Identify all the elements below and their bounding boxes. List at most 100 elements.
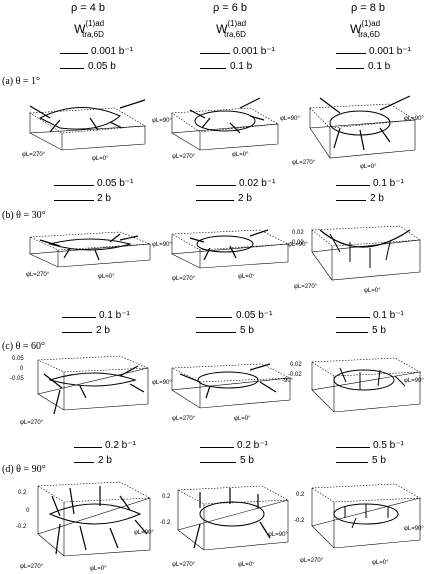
axis-label-phi-neg90: -90° bbox=[282, 378, 294, 384]
weight-label-sub: tra,6D bbox=[224, 30, 246, 39]
row-a-scales: 0.001 b⁻¹ 0.05 b 0.001 b⁻¹ 0.1 b 0.001 b… bbox=[0, 46, 432, 76]
scale-bar bbox=[336, 200, 366, 201]
scale-label: 2 b bbox=[97, 193, 111, 204]
scale-label: 0.001 b⁻¹ bbox=[91, 46, 133, 57]
panel-b1 bbox=[28, 231, 151, 268]
axis-label-phi90: φL=90° bbox=[280, 116, 300, 122]
row-b-scales: 0.05 b⁻¹ 2 b 0.02 b⁻¹ 2 b 0.1 b⁻¹ 2 b bbox=[0, 178, 432, 208]
row-c-panels: 0.05 0 -0.05 φL=90° φL=270° φL=270° φL=0… bbox=[10, 355, 424, 426]
weight-label-main: W bbox=[216, 22, 228, 36]
weight-label-col1: W(1)adtra,6D bbox=[40, 19, 160, 39]
panel-b2 bbox=[170, 229, 290, 269]
scale-label: 0.05 b bbox=[88, 61, 116, 72]
scale-label: 5 b bbox=[240, 325, 254, 336]
axis-label-phi90: φL=90° bbox=[404, 116, 424, 122]
scale-bar bbox=[74, 447, 102, 448]
scale-label: 0.001 b⁻¹ bbox=[369, 46, 411, 57]
scale-bar bbox=[60, 68, 84, 69]
scale-bar bbox=[336, 185, 370, 186]
row-label-c: (c) θ = 60° bbox=[2, 341, 46, 352]
column-header-rho-4: ρ = 4 b bbox=[70, 2, 106, 14]
scale-bar bbox=[196, 200, 234, 201]
axis-label-phi270: φL=270° bbox=[172, 154, 196, 160]
scale-label: 0.2 b⁻¹ bbox=[105, 440, 136, 451]
z-tick: 0.02 bbox=[292, 230, 304, 236]
axis-label-phi0: φL=0° bbox=[92, 156, 109, 162]
weight-label-main: W bbox=[350, 22, 362, 36]
panel-c1 bbox=[37, 355, 149, 415]
axis-label-phi0: φL=0° bbox=[238, 562, 255, 568]
axis-label-phi270: φL=270° bbox=[22, 152, 46, 158]
axis-label-phi270: φL=270° bbox=[294, 284, 318, 290]
axis-label-phi90: φL=90° bbox=[134, 530, 154, 536]
panel-b3 bbox=[311, 225, 421, 281]
scale-bar bbox=[200, 53, 230, 54]
panel-c2 bbox=[170, 363, 292, 409]
column-header-rho-8: ρ = 8 b bbox=[350, 2, 386, 14]
axis-label-phi90: φL=90° bbox=[288, 242, 308, 248]
axis-label-phi270: φL=270° bbox=[20, 420, 44, 426]
scale-bar bbox=[54, 200, 94, 201]
scale-bar bbox=[336, 317, 370, 318]
scale-label: 2 b bbox=[98, 455, 112, 466]
scale-label: 0.2 b⁻¹ bbox=[237, 440, 268, 451]
scale-label: 5 b bbox=[372, 325, 386, 336]
scale-bar bbox=[62, 332, 92, 333]
scale-label: 2 b bbox=[238, 193, 252, 204]
axis-label-phi270: φL=270° bbox=[292, 160, 316, 166]
z-tick: -0.02 bbox=[288, 372, 302, 378]
scale-bar bbox=[196, 332, 236, 333]
row-d-panels: 0.2 0 -0.2 φL=90° φL=270° φL=0° 0.2 -0.2… bbox=[16, 481, 424, 572]
scale-bar bbox=[336, 68, 364, 69]
axis-label-phi90: φL=90° bbox=[404, 526, 424, 532]
z-tick: 0.05 bbox=[12, 356, 24, 362]
scale-label: 0.05 b⁻¹ bbox=[236, 310, 273, 321]
axis-label-phi270: φL=270° bbox=[300, 558, 324, 564]
scale-bar bbox=[54, 185, 94, 186]
scale-bar bbox=[336, 447, 370, 448]
scale-bar bbox=[200, 447, 234, 448]
axis-label-phi0: φL=0° bbox=[364, 288, 381, 294]
z-tick: -0.02 bbox=[290, 240, 304, 246]
scale-bar bbox=[336, 332, 368, 333]
panel-a1 bbox=[28, 99, 146, 151]
weight-label-sup: (1)ad bbox=[227, 19, 247, 28]
scale-bar bbox=[196, 185, 236, 186]
row-b-panels: φL=90° φL=270° φL=0° φL=90° φL=270° φL=0… bbox=[26, 225, 421, 294]
weight-label-main: W bbox=[74, 22, 86, 36]
panel-a3 bbox=[309, 95, 416, 159]
row-label-b: (b) θ = 30° bbox=[2, 210, 46, 221]
scale-bar bbox=[336, 462, 368, 463]
scale-label: 5 b bbox=[240, 455, 254, 466]
scale-label: 0.001 b⁻¹ bbox=[233, 46, 275, 57]
scale-bar bbox=[200, 68, 226, 69]
scale-label: 0.1 b⁻¹ bbox=[99, 310, 130, 321]
scale-label: 0.1 b⁻¹ bbox=[373, 310, 404, 321]
axis-label-phi90: φL=90° bbox=[152, 380, 172, 386]
scale-bar bbox=[62, 317, 96, 318]
axis-label-phi270: φL=270° bbox=[172, 562, 196, 568]
axis-label-phi270: φL=270° bbox=[172, 416, 196, 422]
panel-a2 bbox=[171, 97, 279, 151]
axis-label-phi90: φL=90° bbox=[404, 378, 424, 384]
axis-label-phi90: φL=90° bbox=[152, 242, 172, 248]
scale-bar bbox=[60, 53, 88, 54]
z-tick: 0.2 bbox=[18, 490, 27, 496]
axis-label-phi270: φL=270° bbox=[172, 276, 196, 282]
scale-label: 0.1 b⁻¹ bbox=[373, 178, 404, 189]
scale-label: 0.05 b⁻¹ bbox=[97, 178, 134, 189]
panel-d1 bbox=[37, 481, 152, 557]
axis-label-phi0: φL=0° bbox=[232, 152, 249, 158]
weight-label-sup: (1)ad bbox=[361, 19, 381, 28]
z-tick: -0.05 bbox=[10, 376, 24, 382]
weight-label-sup: (1)ad bbox=[85, 19, 105, 28]
z-tick: -0.2 bbox=[160, 520, 171, 526]
axis-label-phi270: φL=270° bbox=[20, 564, 44, 570]
axis-label-phi0: φL=0° bbox=[238, 274, 255, 280]
scale-bar bbox=[200, 462, 236, 463]
scale-label: 0.1 b bbox=[368, 61, 391, 72]
scale-label: 0.1 b bbox=[230, 61, 253, 72]
z-tick: -0.2 bbox=[16, 524, 27, 530]
z-tick: 0 bbox=[26, 508, 30, 514]
panel-c3 bbox=[311, 357, 422, 413]
